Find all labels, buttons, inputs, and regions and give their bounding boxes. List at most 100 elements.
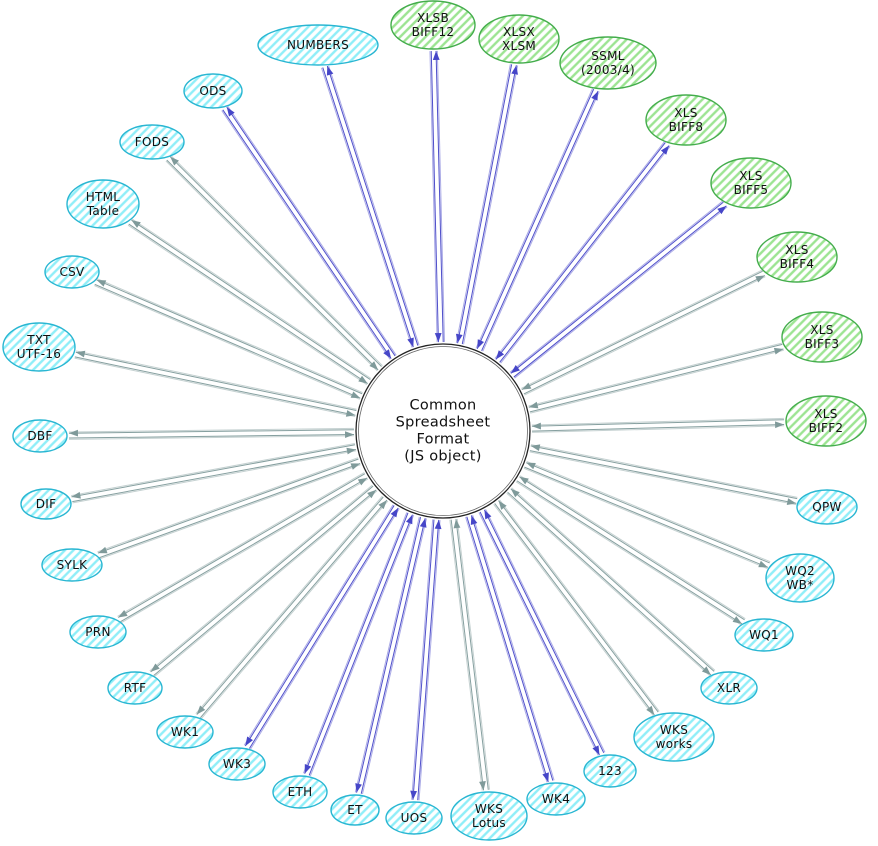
node-ellipse — [12, 419, 68, 453]
arrowhead-icon — [150, 663, 160, 672]
arrowhead-icon — [530, 444, 541, 452]
arrowhead-icon — [646, 705, 655, 715]
node-dif: DIF — [20, 488, 72, 520]
arrowhead-icon — [245, 736, 253, 746]
node-label: WKS — [475, 802, 503, 816]
arrowhead-icon — [358, 375, 368, 384]
center-circle — [355, 343, 531, 519]
node-label: XLS — [810, 323, 833, 337]
arrowhead-icon — [68, 429, 79, 437]
node-label: DBF — [27, 429, 52, 443]
node-label: WQ1 — [749, 628, 779, 642]
edge-wq1 — [515, 475, 746, 626]
arrowhead-icon — [591, 91, 599, 101]
edge-xlsx-xlsm — [455, 64, 519, 345]
arrowhead-icon — [479, 781, 486, 791]
node-label: BIFF4 — [780, 257, 815, 271]
node-ellipse — [710, 157, 792, 209]
node-ellipse — [20, 488, 72, 520]
node-label: XLS — [785, 243, 808, 257]
arrowhead-icon — [97, 546, 108, 554]
arrowhead-icon — [453, 519, 461, 529]
edge-wks-lotus — [449, 518, 491, 791]
node-label: HTML — [86, 190, 121, 204]
node-ssml-2003-4: SSML(2003/4) — [559, 36, 657, 90]
arrowhead-icon — [75, 350, 86, 358]
edge-wk4 — [465, 514, 555, 783]
edge-uos — [410, 519, 442, 801]
edge-rtf — [149, 484, 378, 677]
arrowhead-icon — [510, 365, 520, 374]
node-dbf: DBF — [12, 419, 68, 453]
edge-xlr — [506, 487, 716, 677]
arrowhead-icon — [71, 491, 81, 499]
edge-layer — [68, 50, 798, 801]
arrowhead-icon — [369, 361, 379, 370]
node-ellipse — [156, 715, 214, 749]
node-label: WQ2 — [785, 564, 815, 578]
node-label: RTF — [124, 681, 147, 695]
arrowhead-icon — [196, 705, 206, 715]
node-ellipse — [734, 618, 794, 652]
arrowhead-icon — [378, 500, 387, 510]
arrowhead-icon — [355, 783, 362, 793]
node-ellipse — [478, 14, 560, 64]
arrowhead-icon — [521, 382, 532, 390]
edge-wk1 — [195, 495, 389, 719]
node-ellipse — [272, 775, 328, 809]
node-ellipse — [700, 671, 758, 705]
edge-fods — [165, 155, 383, 372]
edge-xlsb-biff12 — [429, 50, 446, 343]
edge-wks-works — [493, 499, 660, 717]
edge-eth — [303, 512, 415, 777]
edge-ods — [221, 106, 397, 360]
node-label: BIFF3 — [805, 337, 840, 351]
edge-html-table — [127, 218, 372, 386]
node-ellipse — [633, 712, 715, 762]
arrowhead-icon — [477, 339, 485, 349]
node-et: ET — [330, 794, 380, 826]
center-label: (JS object) — [404, 449, 481, 465]
edge-wq2-wb — [523, 461, 771, 570]
node-label: TXT — [26, 333, 51, 347]
arrowhead-icon — [526, 462, 536, 470]
node-ellipse — [559, 36, 657, 90]
node-ellipse — [208, 747, 266, 781]
node-label: WB* — [787, 578, 814, 592]
node-ellipse — [2, 322, 76, 372]
node-numbers: NUMBERS — [257, 24, 379, 66]
node-ellipse — [107, 671, 163, 705]
edge-qpw — [529, 444, 798, 506]
node-label: WK1 — [171, 725, 199, 739]
node-label: XLSM — [502, 39, 536, 53]
arrowhead-icon — [470, 515, 478, 525]
node-prn: PRN — [69, 615, 127, 649]
node-label: UTF-16 — [17, 347, 61, 361]
arrowhead-icon — [344, 431, 355, 439]
node-label: XLS — [739, 169, 762, 183]
arrowhead-icon — [592, 745, 600, 755]
center-label: Common — [409, 398, 476, 414]
node-ellipse — [645, 94, 727, 146]
arrowhead-icon — [96, 279, 107, 287]
edge-ssml-2003-4 — [475, 88, 600, 352]
edge-wk3 — [243, 504, 400, 750]
arrowhead-icon — [432, 50, 440, 61]
arrowhead-icon — [773, 347, 784, 355]
arrowhead-icon — [542, 772, 549, 783]
arrowhead-icon — [407, 337, 414, 348]
node-label: XLS — [674, 106, 697, 120]
edge-xls-biff5 — [509, 200, 728, 379]
node-wq1: WQ1 — [734, 618, 794, 652]
arrowhead-icon — [367, 489, 377, 499]
node-ellipse — [330, 794, 380, 826]
node-label: 123 — [598, 764, 622, 778]
